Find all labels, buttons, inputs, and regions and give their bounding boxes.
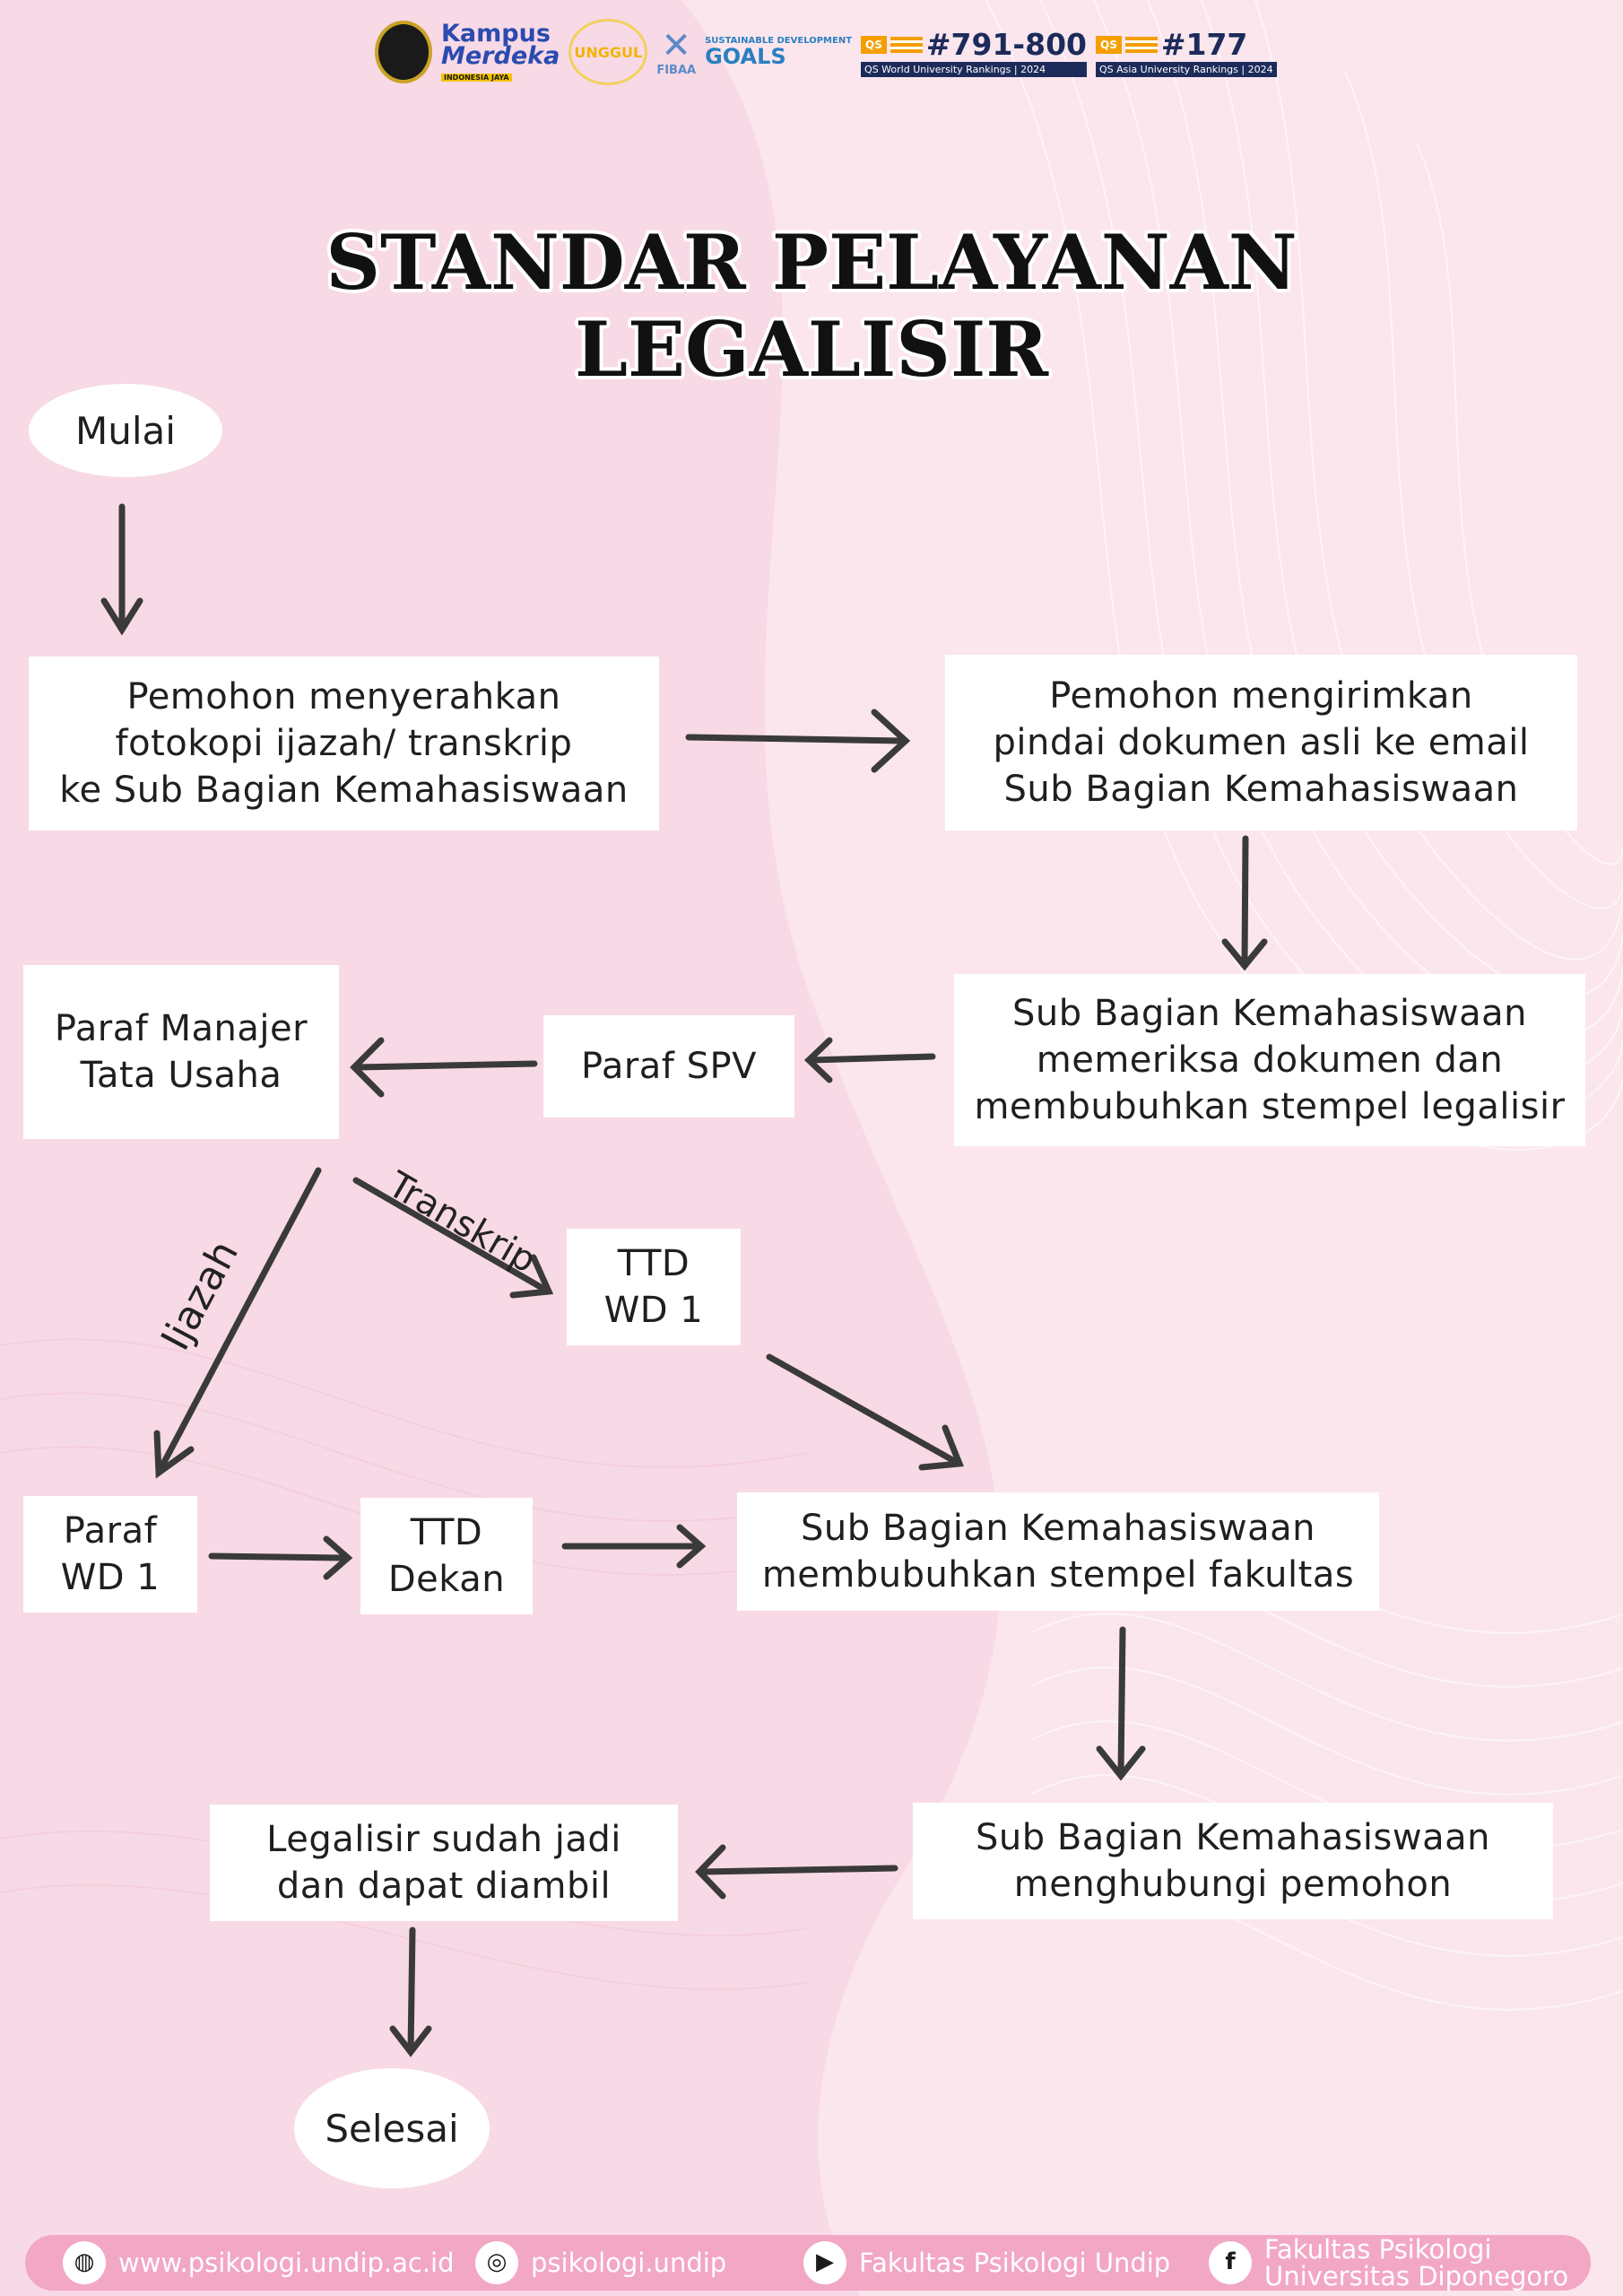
instagram-icon: ◎: [475, 2241, 518, 2284]
footer-youtube[interactable]: ▶ Fakultas Psikologi Undip: [803, 2235, 1170, 2291]
step-legalisir-jadi: Legalisir sudah jadi dan dapat diambil: [210, 1805, 678, 1921]
step-hubungi-pemohon: Sub Bagian Kemahasiswaan menghubungi pem…: [913, 1803, 1553, 1919]
start-node: Mulai: [29, 384, 222, 477]
arrow-spv-manajer: [353, 1060, 538, 1071]
arrow-ttdwd1-stempel: [766, 1353, 959, 1465]
step-check-documents: Sub Bagian Kemahasiswaan memeriksa dokum…: [954, 974, 1585, 1146]
undip-seal-logo: [375, 21, 432, 83]
footer-instagram[interactable]: ◎ psikologi.undip: [475, 2235, 726, 2291]
youtube-icon: ▶: [803, 2241, 846, 2284]
unggul-badge: UNGGUL: [568, 19, 648, 85]
footer-website[interactable]: ◍ www.psikologi.undip.ac.id: [63, 2235, 455, 2291]
step-ttd-dekan: TTD Dekan: [360, 1498, 533, 1614]
arrow-step1-step2: [685, 734, 905, 744]
footer-facebook[interactable]: f Fakultas Psikologi Universitas Diponeg…: [1209, 2235, 1568, 2291]
arrow-parafwd1-dekan: [208, 1552, 350, 1561]
kampus-merdeka-logo: Kampus Merdeka INDONESIA JAYA: [441, 19, 560, 83]
sdg-logo: SUSTAINABLE DEVELOPMENT GOALS: [705, 36, 853, 69]
arrow-manajer-parafwd1: [158, 1167, 322, 1471]
step-paraf-manajer: Paraf Manajer Tata Usaha: [23, 965, 339, 1139]
step-paraf-wd1: Paraf WD 1: [23, 1496, 197, 1613]
step-submit-copy: Pemohon menyerahkan fotokopi ijazah/ tra…: [29, 657, 659, 831]
arrow-step3-spv: [808, 1053, 936, 1064]
globe-icon: ◍: [63, 2241, 106, 2284]
step-ttd-wd1: TTD WD 1: [567, 1229, 741, 1345]
step-email-scan: Pemohon mengirimkan pindai dokumen asli …: [945, 655, 1577, 831]
end-node: Selesai: [294, 2068, 490, 2188]
page-title: STANDAR PELAYANAN LEGALISIR: [325, 218, 1298, 395]
arrow-manajer-ttdwd1: [352, 1177, 549, 1293]
header-logos: Kampus Merdeka INDONESIA JAYA UNGGUL ✕ F…: [375, 16, 1277, 88]
qs-asia-ranking-badge: QS #177 QS Asia University Rankings | 20…: [1096, 27, 1277, 77]
step-stempel-fakultas: Sub Bagian Kemahasiswaan membubuhkan ste…: [737, 1492, 1379, 1611]
arrow-stempel-hubungi: [1117, 1626, 1126, 1776]
qs-world-ranking-badge: QS #791-800 QS World University Rankings…: [861, 27, 1087, 77]
arrow-hubungi-jadi: [699, 1865, 898, 1875]
facebook-icon: f: [1209, 2241, 1252, 2284]
step-paraf-spv: Paraf SPV: [543, 1015, 794, 1118]
fibaa-star-icon: ✕: [661, 24, 691, 66]
arrow-jadi-selesai: [407, 1926, 416, 2054]
fibaa-logo: ✕ FIBAA: [656, 24, 697, 77]
footer-bar: ◍ www.psikologi.undip.ac.id ◎ psikologi.…: [25, 2235, 1591, 2291]
